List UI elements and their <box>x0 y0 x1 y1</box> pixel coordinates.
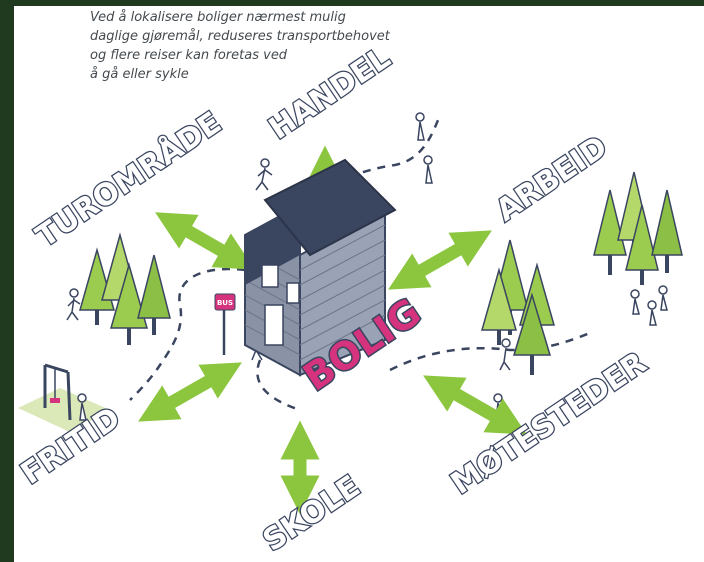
path-motesteder <box>389 331 591 372</box>
window-icon <box>286 282 300 304</box>
intro-line: daglige gjøremål, reduseres transportbeh… <box>90 29 390 44</box>
swing-seat <box>50 398 60 403</box>
house-icon <box>244 158 397 377</box>
tree-icon <box>651 189 683 273</box>
intro-line: Ved å lokalisere boliger nærmest mulig <box>90 10 346 25</box>
intro-line: og flere reiser kan foretas ved <box>90 48 288 63</box>
tree-icon <box>512 292 552 375</box>
window-icon <box>261 264 279 288</box>
trees-left <box>79 232 171 345</box>
playground <box>18 363 110 432</box>
person-icon <box>66 288 81 321</box>
person-icon <box>658 285 668 311</box>
tree-icon <box>110 262 148 345</box>
person-icon <box>77 393 87 421</box>
bus-stop: BUS <box>214 293 236 355</box>
path-skole <box>256 359 301 412</box>
person-icon <box>423 155 433 184</box>
walking-paths <box>129 119 591 412</box>
grass-patch <box>18 388 110 432</box>
house-roof <box>263 158 397 257</box>
path-handel <box>309 119 440 202</box>
bus-stop-sign <box>214 293 236 311</box>
arrow-arbeid <box>388 230 492 290</box>
path-fritid <box>129 267 246 401</box>
bus-stop-label: BUS <box>217 299 233 307</box>
arrow-motesteder <box>423 375 527 435</box>
intro-line: å gå eller sykle <box>90 67 189 82</box>
person-icon <box>255 158 273 191</box>
person-icon <box>499 338 511 371</box>
arrow-turomrade <box>155 212 255 270</box>
person-icon <box>630 289 640 315</box>
person-icon <box>647 300 657 326</box>
person-icon <box>415 112 425 141</box>
arrow-fritid <box>138 362 242 422</box>
swing-icon <box>43 363 72 421</box>
intro-text: Ved å lokalisere boliger nærmest mulig d… <box>90 8 450 84</box>
tree-icon <box>481 267 517 345</box>
trees-right <box>481 171 683 375</box>
tree-icon <box>137 254 171 335</box>
tree-icon <box>625 204 659 285</box>
door-icon <box>264 304 284 346</box>
